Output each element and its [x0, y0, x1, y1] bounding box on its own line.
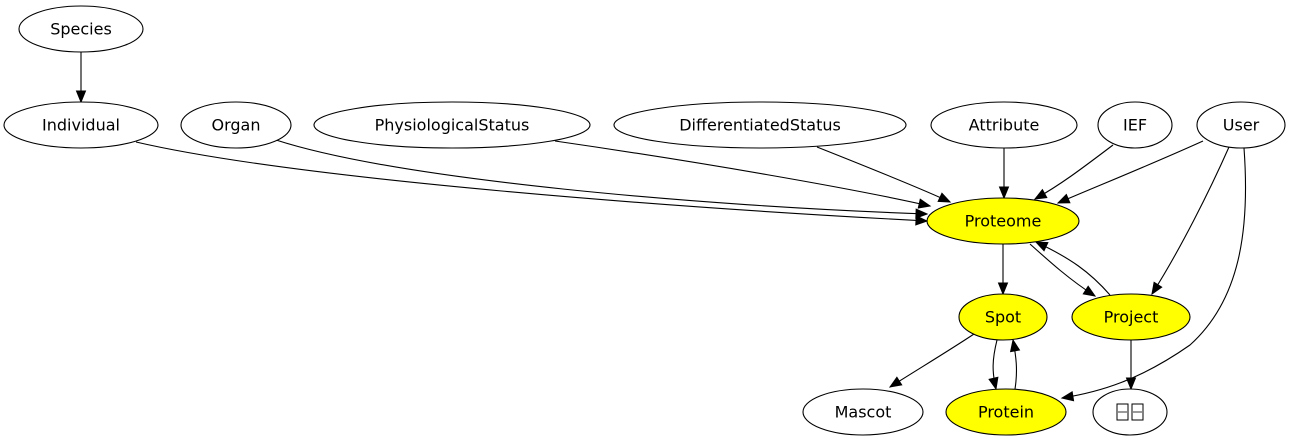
edge-proteome-to-project — [1029, 243, 1097, 297]
arrowhead-icon — [915, 208, 929, 219]
node-shape — [1071, 293, 1191, 341]
arrowhead-icon — [1033, 188, 1048, 200]
node-label: PhysiologicalStatus — [375, 116, 530, 135]
node-shape — [1092, 388, 1168, 436]
node-project: Project — [1071, 293, 1191, 341]
edge-physiological-status-to-proteome — [554, 140, 932, 209]
arrowhead-icon — [915, 215, 929, 226]
node-label: Project — [1104, 308, 1159, 327]
node-label: DifferentiatedStatus — [679, 116, 841, 135]
arrowhead-icon — [988, 376, 999, 391]
node-shape — [1097, 101, 1173, 149]
node-shape — [613, 101, 907, 149]
edge-user-to-project — [1151, 146, 1230, 296]
arrowhead-icon — [1009, 338, 1021, 353]
node-label: Attribute — [969, 116, 1040, 135]
arrowhead-icon — [1125, 377, 1137, 391]
node-differentiated-status: DifferentiatedStatus — [613, 101, 907, 149]
node-shape — [802, 388, 924, 436]
node-shape — [3, 101, 159, 149]
node-label: Species — [50, 20, 112, 39]
arrowhead-icon — [1060, 391, 1075, 402]
arrowhead-icon — [1082, 285, 1097, 297]
node-label: Spot — [985, 308, 1021, 327]
node-organ: Organ — [180, 101, 292, 149]
node-shape — [18, 5, 144, 53]
arrowhead-icon — [1151, 281, 1163, 296]
edge-spot-to-mascot — [888, 333, 975, 388]
edge-user-to-protein — [1060, 147, 1247, 402]
edge-attribute-to-proteome — [998, 148, 1010, 200]
unrenderable-glyph-icon — [1116, 403, 1144, 421]
node-shape — [1196, 101, 1286, 149]
edge-protein-to-spot — [1009, 338, 1021, 390]
node-proteome: Proteome — [926, 197, 1080, 245]
edge-ief-to-proteome — [1033, 144, 1114, 200]
node-shape — [926, 197, 1080, 245]
arrowhead-icon — [997, 282, 1009, 296]
node-label: Mascot — [835, 403, 892, 422]
node-protein: Protein — [945, 388, 1067, 436]
node-shape — [180, 101, 292, 149]
node-label: Organ — [212, 116, 261, 135]
arrowhead-icon — [1034, 241, 1049, 252]
node-label: User — [1223, 116, 1260, 135]
edge-user-to-proteome — [1056, 140, 1204, 204]
edge-species-to-individual — [75, 52, 87, 104]
node-user: User — [1196, 101, 1286, 149]
edge-proteome-to-spot — [997, 244, 1009, 296]
node-ief: IEF — [1097, 101, 1173, 149]
node-label: Individual — [42, 116, 120, 135]
arrowhead-icon — [917, 198, 932, 209]
edge-project-to-unknown — [1125, 340, 1137, 391]
node-species: Species — [18, 5, 144, 53]
node-spot: Spot — [958, 293, 1048, 341]
arrowhead-icon — [75, 90, 87, 104]
node-label: IEF — [1123, 116, 1147, 135]
edge-project-to-proteome — [1034, 241, 1111, 296]
arrowhead-icon — [998, 186, 1010, 200]
arrowhead-icon — [1056, 193, 1071, 204]
node-mascot: Mascot — [802, 388, 924, 436]
node-unknown — [1092, 388, 1168, 436]
node-shape — [930, 101, 1078, 149]
edge-spot-to-protein — [988, 339, 999, 391]
edge-individual-to-proteome — [135, 141, 929, 226]
node-label: Proteome — [965, 212, 1042, 231]
edge-organ-to-proteome — [275, 139, 929, 219]
node-physiological-status: PhysiologicalStatus — [313, 101, 591, 149]
node-shape — [313, 101, 591, 149]
node-attribute: Attribute — [930, 101, 1078, 149]
edge-differentiated-status-to-proteome — [816, 146, 952, 203]
node-individual: Individual — [3, 101, 159, 149]
arrowhead-icon — [888, 376, 903, 388]
arrowhead-icon — [937, 192, 952, 203]
node-shape — [958, 293, 1048, 341]
node-label: Protein — [978, 403, 1034, 422]
node-shape — [945, 388, 1067, 436]
